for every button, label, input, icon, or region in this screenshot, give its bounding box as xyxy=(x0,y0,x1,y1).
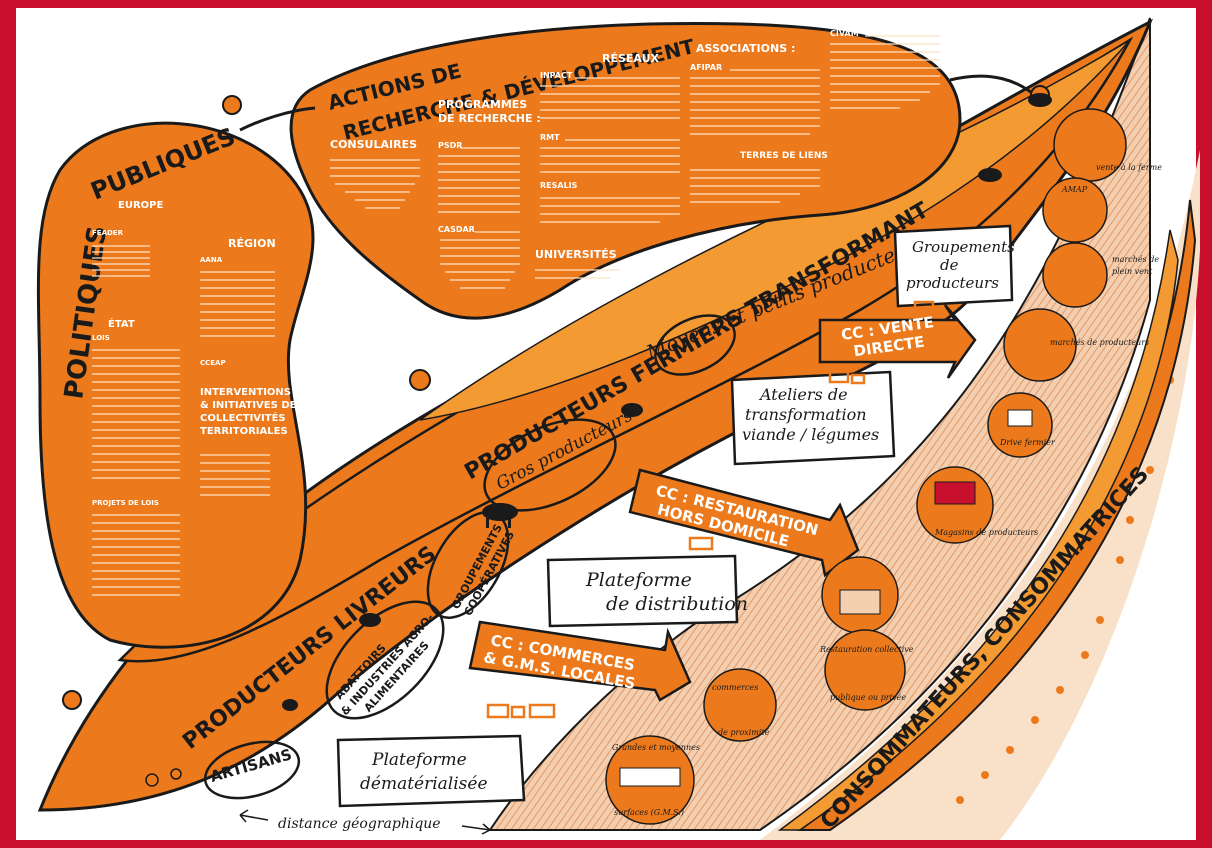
amap-label: AMAP xyxy=(1061,185,1088,194)
van-icon xyxy=(528,703,556,719)
gms-label: Grandes et moyennes xyxy=(612,743,700,752)
point-of-sale-marches-prod: marchés de producteurs xyxy=(1003,308,1149,382)
ateliers-box xyxy=(730,370,896,466)
chicken-icon xyxy=(282,699,298,711)
restauration-label-2: publique ou privée xyxy=(830,693,906,702)
drive-label: Drive fermier xyxy=(999,438,1056,447)
laptop-icon xyxy=(1007,409,1033,427)
recherche-body-text xyxy=(330,35,940,289)
animal-icons xyxy=(282,93,1052,711)
region-heading: RÉGION xyxy=(228,237,276,250)
consumers-band xyxy=(760,150,1200,840)
groupements-box xyxy=(893,224,1014,308)
distance-label: distance géographique xyxy=(278,816,441,832)
lois-label: LOIS xyxy=(92,334,110,342)
cc-vente-arrow xyxy=(818,304,977,379)
commerces-label: commerces xyxy=(712,683,758,692)
consumers-stripe-inner xyxy=(777,229,1179,831)
apple-icon xyxy=(145,773,159,787)
point-of-sale-drive: Drive fermier xyxy=(987,392,1056,458)
cc-commerces-arrow xyxy=(468,620,692,702)
ceeap-label: CCEAP xyxy=(200,359,226,367)
artisans-oval xyxy=(203,740,301,800)
point-of-sale-amap: AMAP xyxy=(1042,177,1108,243)
strawberry-icon xyxy=(170,768,182,780)
afipar-label: AFIPAR xyxy=(690,63,722,72)
abattoirs-oval xyxy=(325,600,445,720)
shop-icon xyxy=(934,481,976,505)
recherche-blob xyxy=(289,22,962,320)
cow-icon xyxy=(482,503,518,521)
distance-arrow-right xyxy=(461,823,491,835)
fruit-icons xyxy=(145,768,182,787)
reseaux-heading: RÉSEAUX xyxy=(602,52,660,65)
magasins-label: Magasins de producteurs xyxy=(934,528,1038,537)
moyens-oval xyxy=(654,314,736,376)
goat-icon xyxy=(978,168,1002,182)
gms-label-2: surfaces (G.M.S.) xyxy=(614,808,684,817)
point-of-sale-magasins: Magasins de producteurs xyxy=(916,466,1038,544)
interventions-heading: INTERVENTIONS & INITIATIVES DES COLLECTI… xyxy=(200,387,307,437)
plein-vent-label: marchés de xyxy=(1112,255,1159,264)
cattle-icon xyxy=(1028,93,1052,107)
point-of-sale-commerces: commerces de proximité xyxy=(703,668,777,742)
point-of-sale-alimentation xyxy=(821,556,899,634)
point-of-sale-plein-vent: marchés de plein vent xyxy=(1042,242,1159,308)
van-icon-4 xyxy=(913,300,935,314)
universites-heading: UNIVERSITÉS xyxy=(535,248,617,261)
link-left xyxy=(239,106,316,132)
ferme-label: vente à la ferme xyxy=(1096,163,1162,172)
truck-icons xyxy=(486,300,935,719)
politiques-publiques-blob xyxy=(36,121,315,649)
europe-heading: EUROPE xyxy=(118,200,163,211)
gros-producteurs-oval xyxy=(483,418,617,512)
van-icon-2 xyxy=(688,536,714,551)
consulaires-heading: CONSULAIRES xyxy=(330,138,417,151)
truck-icon xyxy=(486,703,510,719)
terres-heading: TERRES DE LIENS xyxy=(740,151,828,161)
restauration-label: Restauration collective xyxy=(819,645,914,654)
van-icon-3 xyxy=(828,370,850,384)
aana-label: AANA xyxy=(200,256,223,264)
sheep-icon xyxy=(621,403,643,417)
psdr-label: PSDR xyxy=(438,141,462,150)
casdar-label: CASDAR xyxy=(438,225,475,234)
supermarket-icon xyxy=(619,767,681,787)
plateforme-dist-box xyxy=(546,554,739,628)
marches-prod-label: marchés de producteurs xyxy=(1050,338,1149,347)
inpact-label: INPACT xyxy=(540,71,573,80)
resalis-label: RESALIS xyxy=(540,181,578,190)
civam-label: CIVAM xyxy=(830,29,859,38)
canteen-counter-icon xyxy=(839,589,881,615)
point-of-sale-restauration: Restauration collective publique ou priv… xyxy=(819,629,914,711)
distance-arrow-left xyxy=(239,809,269,823)
politiques-body-text xyxy=(92,245,275,596)
projets-label: PROJETS DE LOIS xyxy=(92,499,159,507)
producers-leaf-light xyxy=(419,39,1131,421)
associations-heading: ASSOCIATIONS : xyxy=(696,42,795,55)
plateforme-demat-box xyxy=(336,734,526,808)
feader-label: FEADER xyxy=(92,229,124,237)
commerces-label-2: de proximité xyxy=(718,728,770,737)
rmt-label: RMT xyxy=(540,133,560,142)
point-of-sale-gms: Grandes et moyennes surfaces (G.M.S.) xyxy=(605,735,700,825)
pig-icon xyxy=(359,613,381,627)
etat-heading: ÉTAT xyxy=(108,317,135,330)
plein-vent-label-2: plein vent xyxy=(1112,267,1153,276)
